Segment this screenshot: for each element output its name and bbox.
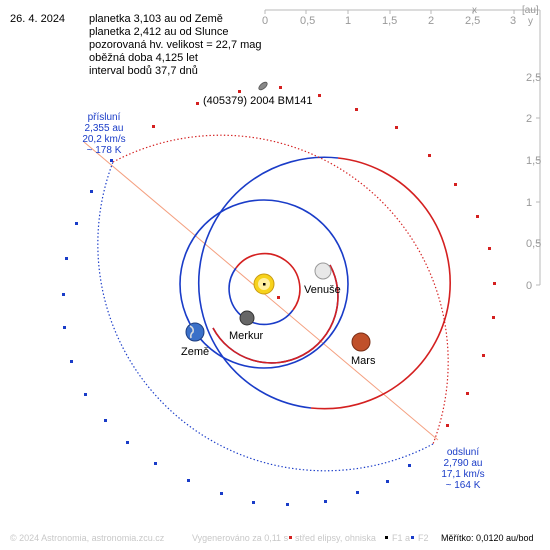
- legend-f2-label: F2: [418, 533, 429, 543]
- x-tick-4: 2: [428, 15, 434, 27]
- copyright: © 2024 Astronomia, astronomia.zcu.cz: [10, 533, 165, 543]
- mars-icon: [351, 332, 371, 352]
- y-tick-2-5: 2,5: [526, 72, 541, 84]
- y-tick-0: 0: [526, 280, 532, 292]
- x-scale-axis: [264, 9, 540, 14]
- earth-orbit: [179, 199, 349, 369]
- x-axis-label: x: [472, 5, 477, 16]
- info-line-magnitude: pozorovaná hv. velikost = 22,7 mag: [89, 39, 262, 51]
- asteroid-name: (405379) 2004 BM141: [203, 95, 312, 107]
- y-tick-1: 1: [526, 197, 532, 209]
- x-tick-3: 1,5: [382, 15, 397, 27]
- y-tick-0-5: 0,5: [526, 238, 541, 250]
- generation-time: Vygenerováno za 0,11 s: [192, 533, 289, 543]
- ellipse-center-marker: [277, 296, 280, 299]
- x-tick-2: 1: [345, 15, 351, 27]
- y-axis-label: y: [528, 16, 533, 27]
- asteroid-icon: [258, 81, 268, 91]
- x-tick-6: 3: [510, 15, 516, 27]
- perihelion-distance: 2,355 au: [85, 123, 124, 134]
- y-scale-axis: [536, 10, 541, 286]
- legend-f1-label: F1 a: [392, 533, 410, 543]
- legend-center-label: střed elipsy, ohniska: [295, 533, 376, 543]
- perihelion-title: přísluní: [88, 112, 121, 123]
- aphelion-temp: ~ 164 K: [446, 480, 481, 491]
- mercury-icon: [239, 310, 255, 326]
- info-line-interval: interval bodů 37,7 dnů: [89, 65, 198, 77]
- legend-center-marker: [289, 536, 292, 539]
- axis-unit: [au]: [522, 5, 539, 16]
- y-tick-2: 2: [526, 113, 532, 125]
- perihelion-temp: ~ 178 K: [87, 145, 122, 156]
- earth-label: Země: [181, 346, 209, 358]
- scale-label: Měřítko: 0,0120 au/bod: [441, 533, 534, 543]
- mars-label: Mars: [351, 355, 376, 367]
- perihelion-speed: 20,2 km/s: [82, 134, 125, 145]
- x-tick-0: 0: [262, 15, 268, 27]
- venus-label: Venuše: [304, 284, 341, 296]
- mars-orbit-above: [310, 157, 452, 410]
- aphelion-distance: 2,790 au: [444, 458, 483, 469]
- venus-orbit-above: [212, 264, 339, 364]
- mars-orbit-below: [197, 156, 339, 409]
- earth-icon: [185, 322, 205, 342]
- mercury-label: Merkur: [229, 330, 264, 342]
- date-label: 26. 4. 2024: [10, 13, 65, 25]
- mercury-orbit-above: [235, 252, 301, 311]
- aphelion-title: odsluní: [447, 447, 479, 458]
- x-tick-5: 2,5: [465, 15, 480, 27]
- info-line-distance-sun: planetka 2,412 au od Slunce: [89, 26, 228, 38]
- asteroid-orbit-below: [97, 161, 434, 472]
- legend-f2-marker: [411, 536, 414, 539]
- venus-icon: [314, 262, 332, 280]
- info-line-distance-earth: planetka 3,103 au od Země: [89, 13, 223, 25]
- info-line-period: oběžná doba 4,125 let: [89, 52, 198, 64]
- asteroid-position-markers: [62, 86, 496, 506]
- y-tick-1-5: 1,5: [526, 155, 541, 167]
- x-tick-1: 0,5: [300, 15, 315, 27]
- asteroid-orbit-above: [112, 134, 449, 445]
- legend-f1-marker: [385, 536, 388, 539]
- sun-icon: [253, 273, 275, 295]
- aphelion-speed: 17,1 km/s: [441, 469, 484, 480]
